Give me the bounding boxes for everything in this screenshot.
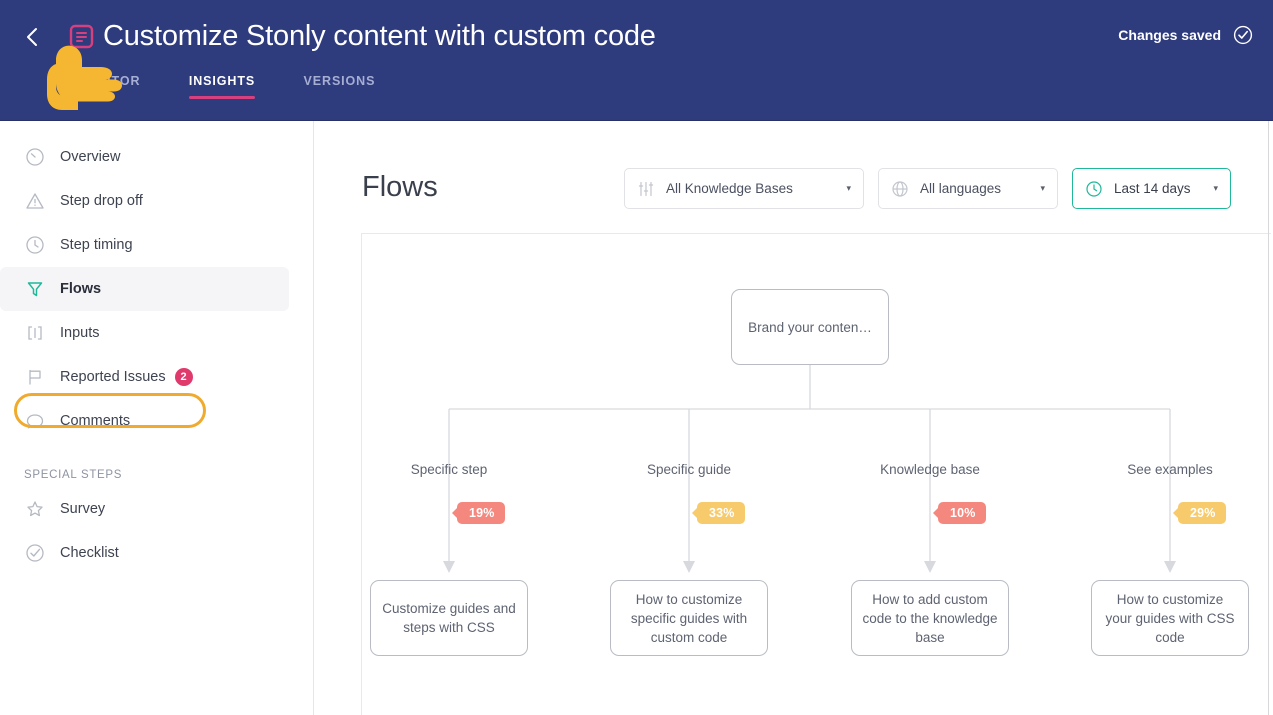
flag-icon: [24, 366, 46, 388]
filter-label: Last 14 days: [1114, 181, 1191, 196]
sidebar-item-reported-issues[interactable]: Reported Issues 2: [0, 355, 289, 399]
sidebar-item-overview[interactable]: Overview: [0, 135, 289, 179]
section-title: Flows: [362, 171, 438, 203]
filter-bar: All Knowledge Bases ▾ All languages ▾: [624, 168, 1231, 209]
sidebar-item-inputs[interactable]: Inputs: [0, 311, 289, 355]
page-title: Customize Stonly content with custom cod…: [103, 20, 656, 52]
tab-versions[interactable]: VERSIONS: [303, 74, 376, 88]
sliders-icon: [637, 180, 655, 198]
flow-node-leaf-3[interactable]: How to add custom code to the knowledge …: [851, 580, 1009, 656]
globe-icon: [891, 180, 909, 198]
flow-node-root[interactable]: Brand your conten…: [731, 289, 889, 365]
sidebar-item-label: Survey: [60, 501, 106, 517]
branch-label-2: Specific guide: [646, 462, 732, 477]
warning-triangle-icon: [24, 190, 46, 212]
sidebar-item-label: Reported Issues: [60, 369, 166, 385]
sidebar-item-label: Inputs: [60, 325, 100, 341]
flow-node-label: Brand your conten…: [748, 319, 872, 335]
branch-label-3: Knowledge base: [880, 462, 980, 477]
star-icon: [24, 498, 46, 520]
flow-canvas: Brand your conten… Specific step Specifi…: [362, 234, 1271, 715]
flow-node-label: How to customize your guides with CSS co…: [1105, 591, 1235, 645]
gauge-icon: [24, 146, 46, 168]
branch-percent-1: 19%: [457, 502, 505, 524]
flow-node-leaf-4[interactable]: How to customize your guides with CSS co…: [1091, 580, 1249, 656]
flow-connectors: [443, 365, 1176, 573]
branch-percent-2: 33%: [697, 502, 745, 524]
comment-icon: [24, 410, 46, 432]
flow-node-label: Customize guides and steps with CSS: [382, 601, 516, 635]
sidebar-item-flows[interactable]: Flows: [0, 267, 289, 311]
knowledge-base-filter[interactable]: All Knowledge Bases ▾: [624, 168, 864, 209]
brackets-icon: [24, 322, 46, 344]
sidebar-item-label: Checklist: [60, 545, 119, 561]
sidebar-item-survey[interactable]: Survey: [0, 487, 289, 531]
funnel-icon: [24, 278, 46, 300]
check-circle-icon: [1233, 25, 1253, 45]
filter-label: All Knowledge Bases: [666, 181, 793, 196]
stonly-logo-icon: [68, 24, 96, 50]
sidebar-item-label: Comments: [60, 413, 131, 429]
clock-icon: [24, 234, 46, 256]
language-filter[interactable]: All languages ▾: [878, 168, 1058, 209]
sidebar-section-label: SPECIAL STEPS: [24, 469, 123, 481]
sidebar-item-checklist[interactable]: Checklist: [0, 531, 289, 575]
sidebar-item-label: Flows: [60, 281, 102, 297]
chevron-down-icon: ▾: [1213, 183, 1218, 193]
flow-diagram-panel: Brand your conten… Specific step Specifi…: [361, 233, 1271, 715]
back-button[interactable]: [20, 24, 46, 50]
tab-editor[interactable]: EDITOR: [88, 74, 141, 88]
sidebar-item-label: Step timing: [60, 237, 133, 253]
flow-node-label: How to customize specific guides with cu…: [630, 591, 748, 645]
filter-label: All languages: [920, 181, 1002, 196]
flow-node-leaf-1[interactable]: Customize guides and steps with CSS: [370, 580, 528, 656]
tab-insights[interactable]: INSIGHTS: [188, 74, 256, 102]
chevron-left-icon: [27, 28, 37, 46]
sidebar-item-step-drop-off[interactable]: Step drop off: [0, 179, 289, 223]
app-header: Customize Stonly content with custom cod…: [0, 0, 1273, 121]
chevron-down-icon: ▾: [1040, 183, 1045, 193]
branch-label-4: See examples: [1127, 462, 1213, 477]
insights-sidebar: Overview Step drop off Step timing: [0, 121, 314, 715]
save-status-text: Changes saved: [1118, 27, 1221, 43]
status-badge: 2: [174, 368, 193, 386]
chevron-down-icon: ▾: [846, 183, 851, 193]
branch-label-1: Specific step: [410, 462, 488, 477]
check-circle-icon: [24, 542, 46, 564]
page-scrollbar[interactable]: [1268, 121, 1269, 715]
clock-icon: [1085, 180, 1103, 198]
sidebar-item-step-timing[interactable]: Step timing: [0, 223, 289, 267]
sidebar-item-label: Step drop off: [60, 193, 143, 209]
branch-percent-3: 10%: [938, 502, 986, 524]
sidebar-item-label: Overview: [60, 149, 121, 165]
flow-node-label: How to add custom code to the knowledge …: [862, 591, 998, 645]
main-content: Flows All Knowledge Bases ▾: [314, 121, 1273, 715]
date-range-filter[interactable]: Last 14 days ▾: [1072, 168, 1231, 209]
flow-node-leaf-2[interactable]: How to customize specific guides with cu…: [610, 580, 768, 656]
header-tabs: EDITOR INSIGHTS VERSIONS: [88, 72, 419, 110]
sidebar-item-comments[interactable]: Comments: [0, 399, 289, 443]
branch-percent-4: 29%: [1178, 502, 1226, 524]
